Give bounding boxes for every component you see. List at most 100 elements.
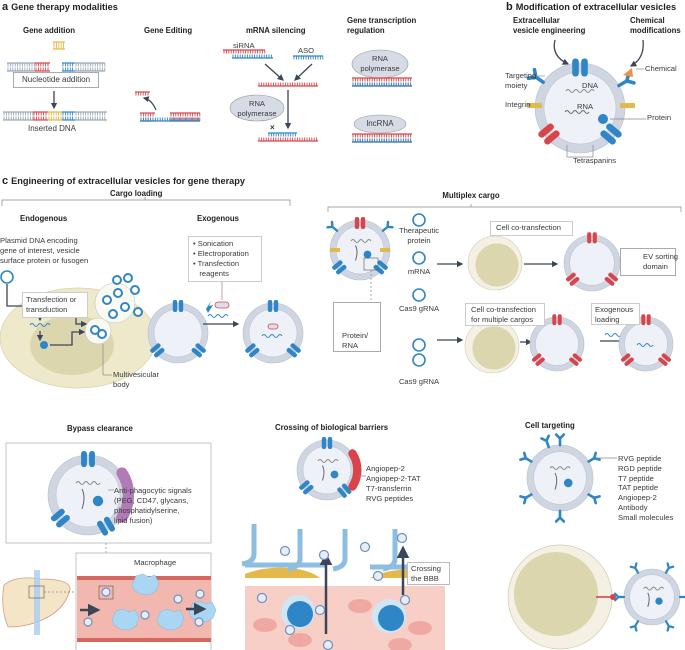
dna-icon xyxy=(350,239,372,243)
vesicle-icon xyxy=(256,592,268,604)
immune-cell-nucleus xyxy=(378,605,404,631)
electroporation-icon xyxy=(206,301,213,313)
cell-nucleus xyxy=(475,243,519,287)
circulating-vesicle-icon xyxy=(140,610,150,620)
vesicle-icon xyxy=(322,639,334,650)
red-blood-cell-icon xyxy=(253,618,277,632)
helix xyxy=(249,347,260,358)
cas9-grna-label: Cas9 gRNA xyxy=(398,304,440,313)
protein-label: Protein xyxy=(647,113,672,122)
integrin-label: Integrin xyxy=(505,100,531,109)
circulating-vesicle-icon xyxy=(194,617,204,627)
targeting-ligand-icon xyxy=(519,451,533,463)
cargo-loading-title: Cargo loading xyxy=(110,189,163,198)
blocked-x-icon: × xyxy=(270,123,275,132)
helix xyxy=(646,314,651,326)
tetraspanin-icon xyxy=(552,314,562,326)
vesicle-lumen xyxy=(55,462,121,528)
targeting-ligand-icon xyxy=(664,620,675,632)
edited-dna-top xyxy=(140,112,155,117)
targeted-vesicle xyxy=(526,444,594,512)
ligand xyxy=(519,451,533,463)
tetraspanin-icon xyxy=(191,343,206,358)
targeting-ligand-icon xyxy=(540,434,551,449)
helix xyxy=(604,276,615,286)
dna-icon xyxy=(75,481,101,485)
tetraspanin-icon xyxy=(566,272,580,286)
tetraspanin-icon xyxy=(641,314,651,326)
ligand xyxy=(629,562,640,574)
released-vesicle-icon xyxy=(102,295,112,305)
ligand xyxy=(519,493,533,505)
rna-icon xyxy=(604,333,622,337)
exogenous-label: Exogenous xyxy=(197,214,240,223)
brain-endothelium xyxy=(245,586,445,650)
helix xyxy=(581,58,588,77)
lncrna-label: lncRNA xyxy=(366,119,394,128)
ligand xyxy=(614,592,626,602)
released-vesicle-icon xyxy=(97,329,107,339)
protein-icon xyxy=(563,478,573,488)
bypass-clearance-title: Bypass clearance xyxy=(67,424,133,433)
blood-vessel-icon xyxy=(34,570,40,635)
targeting-ligand-icon xyxy=(664,562,675,574)
inserted-dna-duplex xyxy=(3,111,34,116)
pericyte-icon xyxy=(245,567,320,578)
helix xyxy=(377,260,388,270)
targeting-ligand-icon xyxy=(381,220,394,232)
tetraspanin-icon xyxy=(172,300,184,312)
helix xyxy=(336,264,347,275)
vesicle-lumen xyxy=(629,574,675,620)
tetraspanin-icon xyxy=(620,353,634,366)
protein-icon xyxy=(40,341,48,349)
red-blood-cell-icon xyxy=(288,633,312,647)
helix xyxy=(337,487,347,498)
lncrna-dna xyxy=(352,133,412,138)
helix xyxy=(150,343,161,353)
plasmid-icon xyxy=(412,353,426,367)
ligand xyxy=(629,620,640,632)
targeting-ligand-icon xyxy=(554,509,566,523)
tetraspanin-icon xyxy=(600,123,622,145)
vesicle-icon xyxy=(359,541,371,553)
rna-icon xyxy=(81,488,85,510)
aso-bound xyxy=(268,132,297,137)
tetraspanin-icon xyxy=(373,260,388,275)
tetraspanins-bracket xyxy=(566,145,594,158)
helix xyxy=(50,508,65,522)
gene-addition-title: Gene addition xyxy=(23,26,75,35)
insert-strand xyxy=(53,45,65,50)
helix xyxy=(286,347,297,358)
ligand xyxy=(554,433,566,447)
inserted-dna-duplex xyxy=(33,116,48,121)
dna-icon xyxy=(549,466,571,471)
helix xyxy=(56,514,70,528)
plasmid-icon xyxy=(0,270,14,284)
multiplex-bracket xyxy=(327,204,682,212)
vesicle-icon xyxy=(279,545,291,557)
dna-duplex xyxy=(75,62,106,67)
chemical-arrow xyxy=(629,39,644,67)
rna-icon xyxy=(322,465,325,481)
dna-label: DNA xyxy=(582,81,599,90)
ligand xyxy=(678,592,685,602)
anti-phagocytic-signals-label: Anti-phagocytic signals(PEG, CD47, glyca… xyxy=(114,486,192,525)
helix xyxy=(290,343,301,353)
dna-duplex xyxy=(7,67,35,72)
vesicle-icon xyxy=(399,594,411,606)
tetraspanin-icon xyxy=(81,451,95,467)
vesicle-lumen xyxy=(248,308,298,358)
astrocyte-endfoot-icon xyxy=(241,524,257,567)
tetraspanin-icon xyxy=(572,58,588,77)
vessel-wall xyxy=(77,638,211,642)
stealth-vesicle xyxy=(47,454,129,536)
